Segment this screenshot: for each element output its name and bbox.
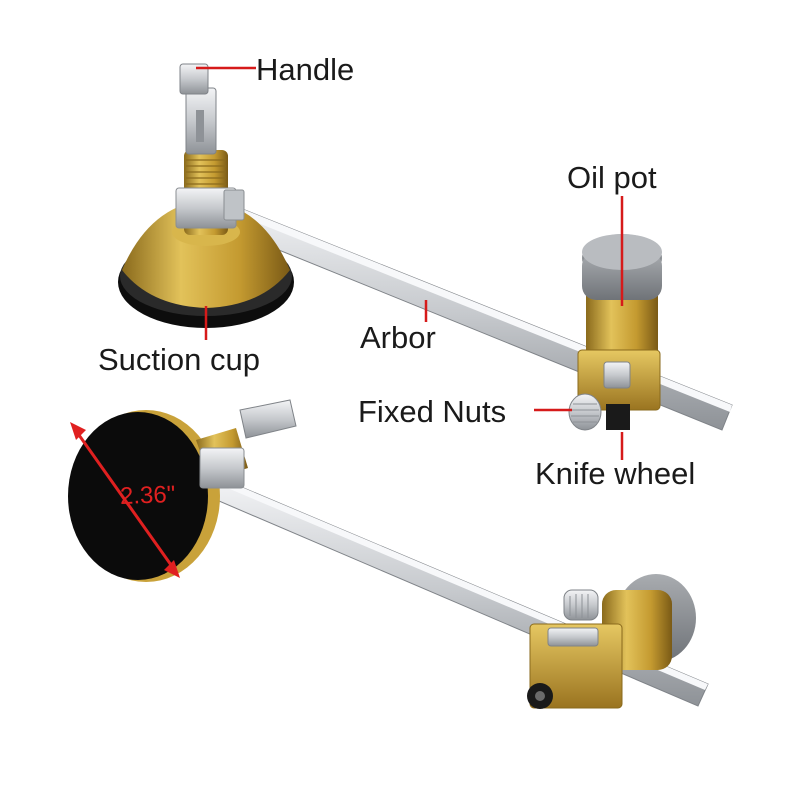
top-fixed-nut [568,393,602,431]
diameter-dimension [70,422,180,578]
bottom-cutter-head [527,574,696,709]
bottom-fixed-nut [563,589,599,621]
top-handle [179,63,217,155]
label-arbor: Arbor [360,320,436,355]
bottom-collar [196,399,297,489]
dimension-label: 2.36" [119,481,176,510]
label-fixed-nuts: Fixed Nuts [358,394,507,429]
label-oil-pot: Oil pot [567,160,657,195]
top-clamp [175,187,245,229]
label-handle: Handle [256,52,355,87]
label-knife-wheel: Knife wheel [535,456,696,491]
bottom-suction-disc [68,410,220,582]
top-suction-cup [118,150,294,328]
label-suction-cup: Suction cup [98,342,260,377]
